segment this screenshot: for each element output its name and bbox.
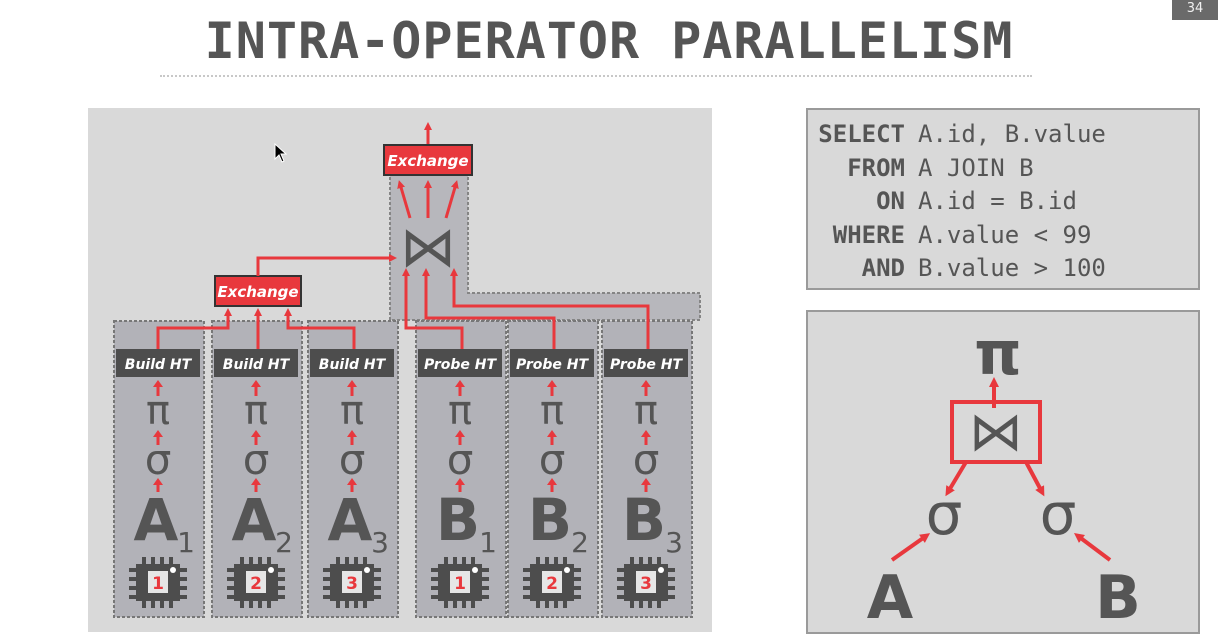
plan-table-b: B [1095, 563, 1141, 632]
operator-box [214, 349, 298, 377]
operator-label: Build HT [319, 357, 387, 373]
cpu-number: 1 [454, 574, 466, 594]
logical-plan-diagram: π ⋈ σ σ A B [867, 319, 1141, 633]
table-name: A [328, 486, 373, 554]
cpu-icon: 3 [617, 557, 675, 608]
table-name: B [622, 486, 666, 554]
cpu-number: 2 [546, 574, 558, 594]
cpu-number: 1 [152, 574, 164, 594]
top-exchange-box [383, 144, 473, 176]
cpu-icon: 1 [129, 557, 187, 608]
partition-subscript: 1 [479, 526, 497, 559]
operator-label: Probe HT [516, 357, 589, 373]
table-name: B [528, 486, 572, 554]
cpu-icon: 2 [227, 557, 285, 608]
plan-selection-right: σ [1040, 480, 1077, 548]
operator-box [418, 349, 502, 377]
partition-subscript: 2 [571, 526, 589, 559]
cpu-number: 3 [346, 574, 358, 594]
title-divider [160, 75, 1032, 77]
page-number: 34 [1172, 0, 1218, 20]
table-name: A [134, 486, 179, 554]
operator-box [116, 349, 200, 377]
cpu-icon: 3 [323, 557, 381, 608]
table-name: A [232, 486, 277, 554]
operator-box [510, 349, 594, 377]
slide-title: INTRA-OPERATOR PARALLELISM [204, 12, 1014, 70]
partition-subscript: 2 [275, 526, 293, 559]
cpu-number: 3 [640, 574, 652, 594]
operator-box [310, 349, 394, 377]
partition-subscript: 1 [177, 526, 195, 559]
table-name: B [436, 486, 480, 554]
operator-box [604, 349, 688, 377]
plan-table-a: A [867, 563, 914, 632]
logical-plan-box: π ⋈ σ σ A B [806, 310, 1200, 634]
cpu-icon: 1 [431, 557, 489, 608]
plan-join-symbol: ⋈ [969, 400, 1023, 463]
operator-label: Build HT [223, 357, 291, 373]
join-symbol: ⋈ [400, 215, 456, 280]
operator-label: Probe HT [424, 357, 497, 373]
build-exchange-label: Exchange [217, 283, 298, 301]
operator-label: Probe HT [610, 357, 683, 373]
partition-subscript: 3 [665, 526, 683, 559]
partition-subscript: 3 [371, 526, 389, 559]
plan-projection: π [974, 319, 1021, 389]
top-exchange-label: Exchange [387, 152, 468, 170]
operator-label: Build HT [125, 357, 193, 373]
plan-selection-left: σ [926, 480, 963, 548]
cpu-number: 2 [250, 574, 262, 594]
mouse-cursor-icon [274, 142, 288, 167]
plan-join-box [950, 400, 1042, 464]
cpu-icon: 2 [523, 557, 581, 608]
